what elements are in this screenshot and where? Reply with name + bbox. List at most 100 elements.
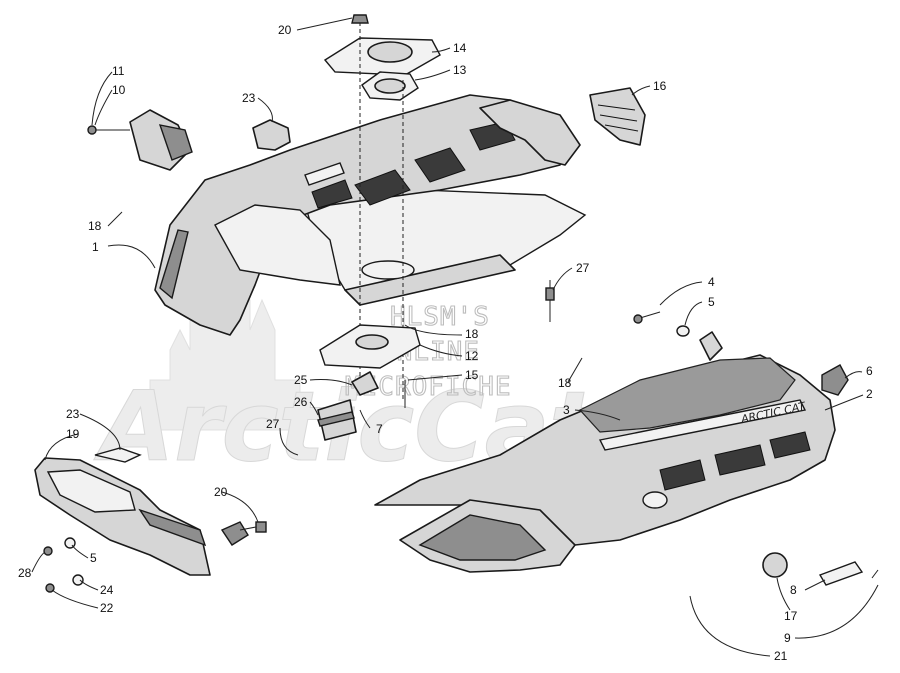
belly-pan-flange	[479, 99, 581, 166]
grille-frame	[589, 87, 646, 146]
grille-16	[589, 87, 646, 146]
callout-26: 26	[294, 395, 308, 409]
front-belly-pan	[34, 447, 267, 593]
leader-24	[79, 579, 99, 591]
lens-8	[818, 561, 864, 586]
callout-12: 12	[465, 349, 479, 363]
leader-5	[684, 301, 703, 326]
callout-11: 11	[112, 64, 125, 78]
leader-27a	[552, 267, 573, 291]
leader-23b	[79, 413, 121, 451]
front-hood-assembly: ARCTIC CAT	[374, 354, 836, 573]
leader-16	[631, 85, 651, 96]
callout-3: 3	[563, 403, 570, 417]
leader-20b	[221, 491, 259, 523]
center-brackets	[317, 324, 421, 441]
intake-bolt-head	[87, 125, 97, 135]
leader-22	[51, 589, 99, 609]
callout-2: 2	[866, 387, 873, 401]
leader-6	[844, 371, 863, 379]
leader-23a	[257, 97, 273, 123]
callout-16: 16	[653, 79, 667, 93]
callout-20a: 20	[278, 23, 292, 37]
leader-lines	[31, 17, 879, 657]
hood-vent-3	[769, 431, 811, 459]
leader-13	[414, 69, 451, 81]
nut-20-lower	[255, 521, 267, 533]
belly-pan-assembly	[154, 94, 587, 336]
bracket-4	[699, 331, 723, 361]
callout-7: 7	[376, 422, 383, 436]
leader-20a	[296, 17, 353, 31]
hood-bolt	[633, 311, 723, 361]
grille-slat-1	[597, 104, 636, 111]
hood-skirt-shadow	[418, 514, 547, 561]
vent-slot-4	[311, 179, 353, 209]
leader-2	[824, 394, 864, 411]
vent-slot-1	[354, 169, 411, 206]
leader-12	[419, 344, 463, 357]
callout-27b: 27	[266, 417, 280, 431]
leader-28	[31, 551, 46, 573]
leader-1	[107, 244, 156, 269]
plug-23-upper	[252, 119, 291, 151]
bolt-4-head	[633, 314, 643, 324]
callout-10: 10	[112, 83, 126, 97]
floor-port	[361, 260, 415, 280]
callout-24: 24	[100, 583, 114, 597]
leader-9	[794, 584, 879, 639]
hood-vent-2	[714, 444, 766, 476]
callout-5: 5	[708, 295, 715, 309]
callout-13: 13	[453, 63, 467, 77]
hood-screen	[579, 357, 796, 433]
plate-12-hole	[355, 334, 389, 350]
callout-23a: 23	[242, 91, 256, 105]
callout-28: 28	[18, 566, 32, 580]
belly-pan-lip	[344, 254, 516, 306]
plug-17	[762, 552, 788, 578]
leader-26	[309, 401, 319, 416]
callout-9: 9	[784, 631, 791, 645]
leader-25	[309, 379, 353, 386]
hood-vent-1	[659, 459, 706, 491]
leader-11	[91, 71, 113, 126]
leader-17	[776, 577, 791, 611]
bolt-28	[43, 546, 53, 556]
gasket-14-hole	[367, 41, 413, 63]
leader-19	[44, 433, 79, 461]
callout-20b: 20	[214, 485, 228, 499]
leader-4	[659, 281, 703, 306]
bolt-leader-20b	[239, 526, 257, 531]
callouts: 1 2 3 4 5 6 7 8 9 10 11 12 13 14 15 16 1…	[18, 23, 873, 663]
callout-15: 15	[465, 368, 479, 382]
callout-14: 14	[453, 41, 467, 55]
callout-18c: 18	[558, 376, 572, 390]
grille-slat-2	[599, 114, 638, 122]
callout-19: 19	[66, 427, 80, 441]
leader-15	[407, 374, 463, 381]
hardware-20-lower	[220, 521, 249, 546]
belly-pan-cavity	[214, 204, 341, 286]
plug-23-lower	[94, 447, 142, 463]
washer-24	[72, 574, 84, 586]
leader-8	[804, 579, 826, 591]
callout-22: 22	[100, 601, 114, 615]
leader-27b	[279, 427, 299, 456]
callout-21: 21	[774, 649, 788, 663]
belly-pan-rail	[159, 229, 189, 300]
callout-5b: 5	[90, 551, 97, 565]
leader-3	[574, 409, 621, 421]
leader-18a	[107, 211, 123, 227]
front-belly-pan-edge	[138, 508, 207, 547]
callout-8: 8	[790, 583, 797, 597]
gasket-13-hole	[374, 78, 406, 94]
nut-20-top	[351, 14, 369, 24]
lens-parts	[762, 552, 879, 586]
callout-18a: 18	[88, 219, 102, 233]
leader-18c	[567, 357, 583, 383]
vent-slot-2	[414, 147, 466, 183]
belly-pan-opening	[304, 162, 345, 186]
callout-1: 1	[92, 240, 99, 254]
leader-10	[94, 89, 113, 126]
